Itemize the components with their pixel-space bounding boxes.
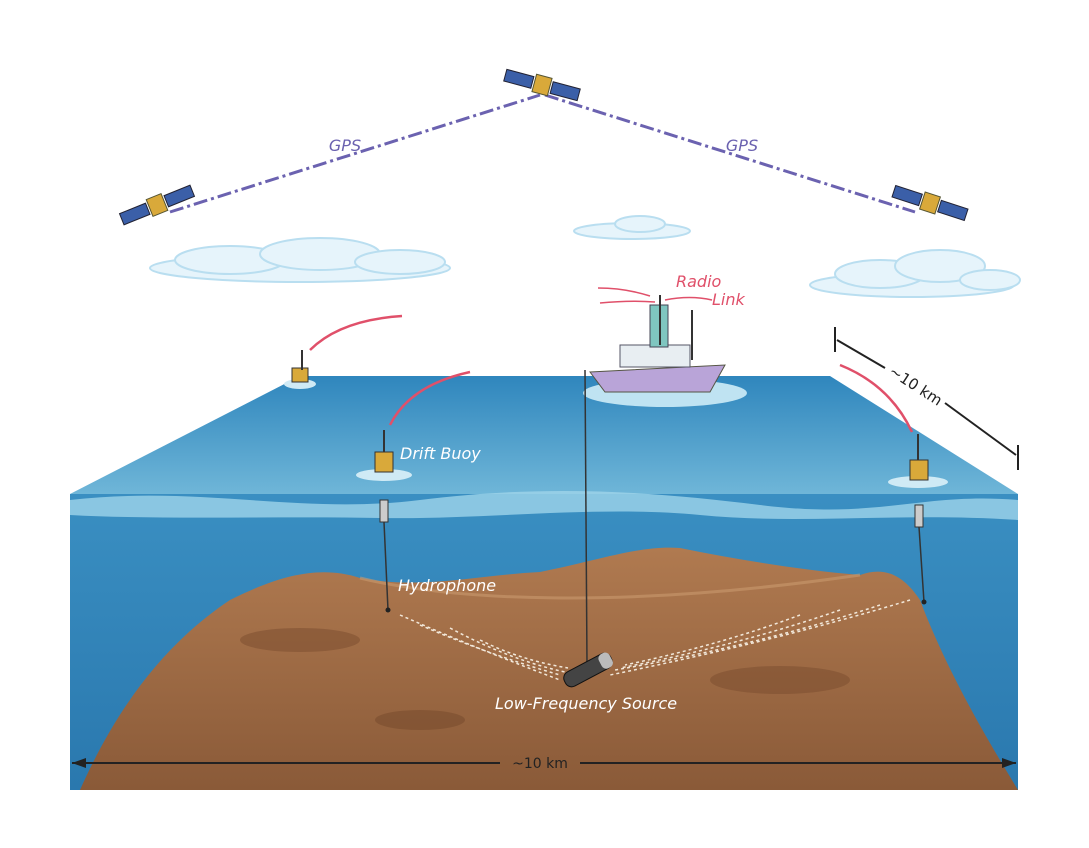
radio-label: Radio — [676, 272, 722, 291]
link-label: Link — [712, 290, 746, 309]
source-cable — [584, 369, 588, 666]
drift-buoy-label: Drift Buoy — [400, 444, 481, 463]
satellite-icon — [118, 184, 196, 226]
width-scale-label: ~10 km — [512, 756, 568, 772]
acoustic-wavefronts — [399, 599, 911, 681]
gps-label-left: GPS — [329, 136, 361, 155]
length-scale-arrow — [834, 327, 1019, 470]
gps-links — [169, 93, 916, 214]
ocean-surface — [70, 376, 1018, 494]
surface-wave — [70, 490, 1018, 520]
seabed — [80, 547, 1018, 790]
gps-label-right: GPS — [726, 136, 758, 155]
clouds — [149, 215, 1021, 298]
hydrophone-label: Hydrophone — [398, 576, 496, 595]
width-scale-arrow — [72, 758, 1016, 768]
radio-link-arrows — [309, 287, 914, 433]
satellite-icon — [503, 68, 581, 102]
source-label: Low-Frequency Source — [495, 694, 677, 713]
low-frequency-source — [563, 652, 613, 688]
drift-buoy — [356, 430, 412, 613]
drift-buoy — [888, 434, 948, 605]
drift-buoy — [284, 350, 316, 389]
research-ship — [583, 295, 747, 407]
satellite-icon — [891, 184, 969, 222]
